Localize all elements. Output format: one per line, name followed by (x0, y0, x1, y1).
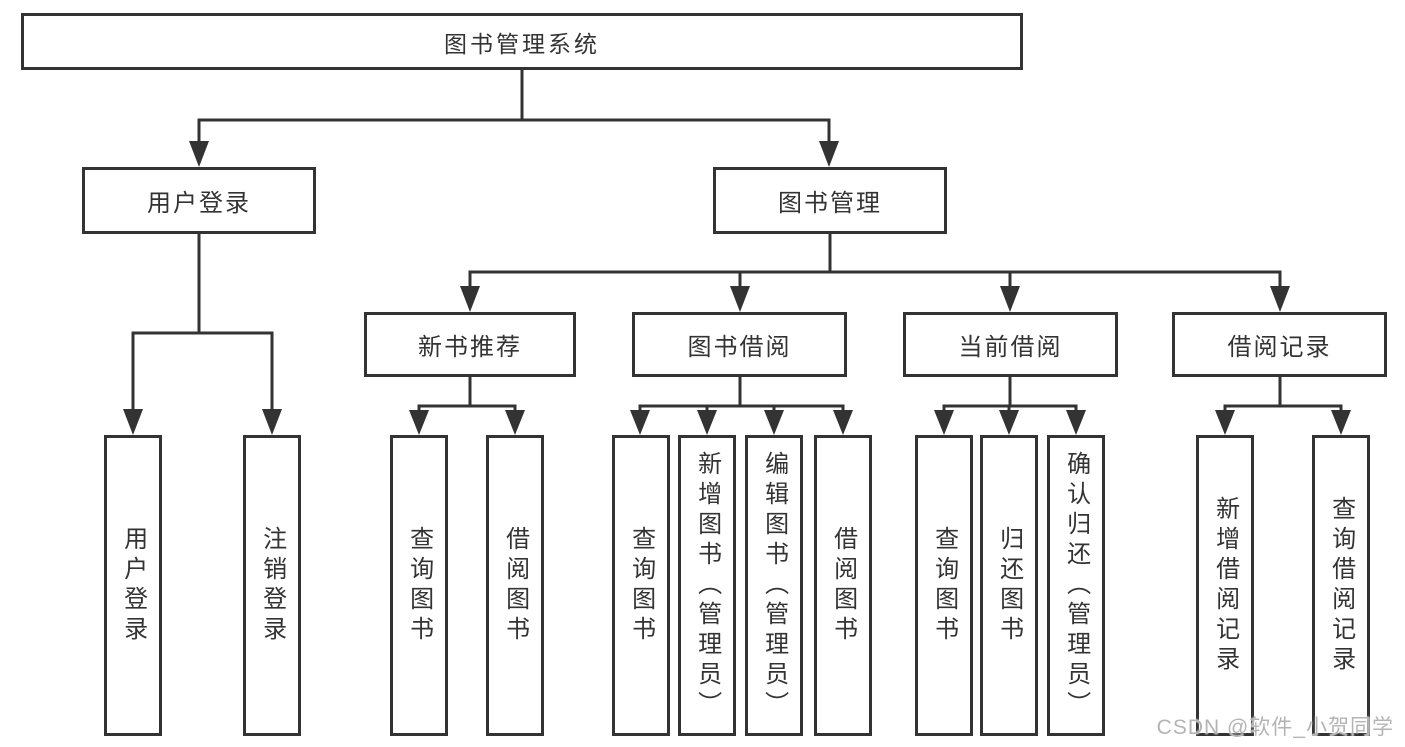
leaf-add-borrow-record-label: 新增借阅记录 (1211, 495, 1239, 676)
node-user-login-label: 用户登录 (147, 190, 251, 217)
node-root-label: 图书管理系统 (444, 30, 600, 57)
leaf-edit-books-admin: 编辑图书（管理员） (745, 435, 803, 736)
leaf-query-books-current-label: 查询图书 (930, 525, 958, 646)
leaf-confirm-return-admin-label: 确认归还（管理员） (1062, 450, 1090, 721)
node-book-borrowing-label: 图书借阅 (687, 334, 792, 361)
node-current-borrowing-label: 当前借阅 (958, 334, 1063, 361)
leaf-add-borrow-record: 新增借阅记录 (1196, 435, 1254, 736)
leaf-borrow-books-borrowing: 借阅图书 (814, 435, 872, 736)
leaf-query-books-borrowing-label: 查询图书 (627, 525, 655, 646)
leaf-query-books-recommend-label: 查询图书 (405, 525, 433, 646)
node-current-borrowing: 当前借阅 (903, 312, 1118, 377)
node-book-borrowing: 图书借阅 (632, 312, 847, 377)
node-book-management: 图书管理 (713, 167, 947, 234)
node-new-book-recommend: 新书推荐 (364, 312, 576, 377)
leaf-borrow-books-recommend: 借阅图书 (486, 435, 544, 736)
leaf-logout-label: 注销登录 (258, 525, 286, 646)
leaf-return-books-label: 归还图书 (995, 525, 1023, 646)
leaf-query-borrow-record-label: 查询借阅记录 (1327, 495, 1355, 676)
leaf-add-books-admin-label: 新增图书（管理员） (693, 450, 721, 721)
leaf-return-books: 归还图书 (980, 435, 1038, 736)
leaf-query-books-borrowing: 查询图书 (612, 435, 670, 736)
leaf-edit-books-admin-label: 编辑图书（管理员） (760, 450, 788, 721)
node-root: 图书管理系统 (21, 13, 1023, 70)
leaf-user-login: 用户登录 (104, 435, 162, 736)
leaf-query-borrow-record: 查询借阅记录 (1312, 435, 1370, 736)
node-book-management-label: 图书管理 (778, 190, 882, 217)
node-new-book-recommend-label: 新书推荐 (418, 334, 522, 361)
node-borrowing-records: 借阅记录 (1172, 312, 1387, 377)
csdn-watermark: CSDN @软件_小贺同学 (1156, 716, 1394, 739)
leaf-borrow-books-recommend-label: 借阅图书 (501, 525, 529, 646)
leaf-add-books-admin: 新增图书（管理员） (678, 435, 736, 736)
leaf-logout: 注销登录 (243, 435, 301, 736)
leaf-borrow-books-borrowing-label: 借阅图书 (829, 525, 857, 646)
leaf-query-books-current: 查询图书 (915, 435, 973, 736)
leaf-user-login-label: 用户登录 (119, 525, 147, 646)
leaf-confirm-return-admin: 确认归还（管理员） (1047, 435, 1105, 736)
node-borrowing-records-label: 借阅记录 (1227, 334, 1332, 361)
node-user-login: 用户登录 (82, 167, 316, 234)
leaf-query-books-recommend: 查询图书 (390, 435, 448, 736)
